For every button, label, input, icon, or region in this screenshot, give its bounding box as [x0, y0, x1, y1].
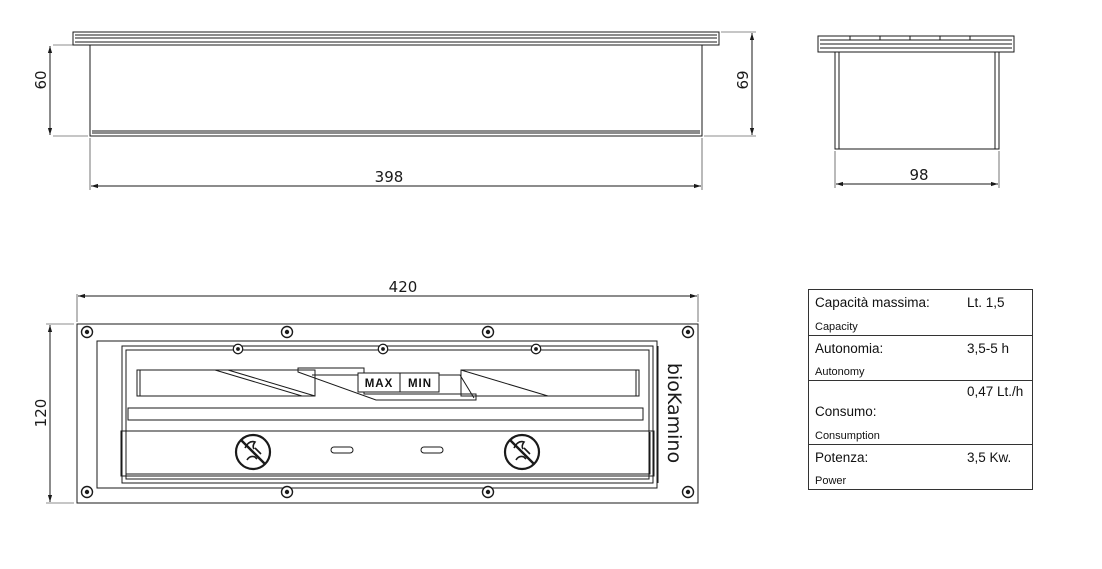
screw-icon	[377, 343, 389, 355]
front-total-height-label: 69	[734, 70, 752, 89]
screw-icon	[681, 485, 695, 499]
burner-panel	[121, 345, 654, 484]
front-view	[47, 31, 756, 190]
spec-label: Consumo:	[815, 404, 877, 419]
top-depth-label: 120	[32, 399, 50, 428]
spec-table: Capacità massima: Lt. 1,5 Capacity Auton…	[808, 289, 1033, 490]
spec-value: 0,47 Lt./h	[967, 384, 1024, 399]
no-refill-while-lit-icon	[503, 433, 541, 471]
no-refill-while-lit-icon	[234, 433, 272, 471]
screw-icon	[481, 485, 495, 499]
spec-label-en: Capacity	[815, 321, 858, 333]
screw-icon	[530, 343, 542, 355]
brand-logo-text: bioKamino	[663, 363, 685, 463]
screw-icon	[280, 325, 294, 339]
screw-icons	[80, 325, 695, 499]
top-view	[46, 293, 699, 504]
screw-icon	[232, 343, 244, 355]
top-width-label: 420	[389, 278, 418, 296]
front-width-label: 398	[375, 168, 404, 186]
screw-icon	[80, 325, 94, 339]
spec-value: 3,5-5 h	[967, 341, 1010, 356]
spec-row-capacity: Capacità massima: Lt. 1,5 Capacity	[808, 289, 1033, 336]
side-body	[834, 51, 1000, 150]
screw-icon	[280, 485, 294, 499]
side-depth-label: 98	[909, 166, 928, 184]
spec-label-en: Power	[815, 475, 847, 487]
screw-icon	[80, 485, 94, 499]
top-outer-plate	[76, 323, 699, 504]
spec-value: Lt. 1,5	[967, 295, 1005, 310]
spec-label: Capacità massima:	[815, 295, 930, 310]
spec-row-autonomy: Autonomia: 3,5-5 h Autonomy	[808, 335, 1033, 381]
spec-label: Autonomia:	[815, 341, 884, 356]
fuel-level-indicator	[357, 372, 440, 393]
front-height-label: 60	[32, 70, 50, 89]
spec-row-power: Potenza: 3,5 Kw. Power	[808, 444, 1033, 490]
side-view	[817, 35, 1015, 188]
spec-label-en: Consumption	[815, 430, 880, 442]
max-label: MAX	[365, 378, 394, 390]
burner-lid	[120, 430, 655, 477]
front-body	[89, 44, 703, 137]
spec-value: 3,5 Kw.	[967, 450, 1012, 465]
burner-slot-left	[136, 369, 316, 397]
burner-slot-right	[460, 369, 640, 397]
spec-label-en: Autonomy	[815, 366, 865, 378]
spec-label: Potenza:	[815, 450, 869, 465]
burner-slot-center	[297, 367, 477, 401]
screw-icon	[681, 325, 695, 339]
screw-icon	[481, 325, 495, 339]
spec-row-consumption: Consumo: 0,47 Lt./h Consumption	[808, 380, 1033, 445]
min-label: MIN	[408, 378, 432, 390]
